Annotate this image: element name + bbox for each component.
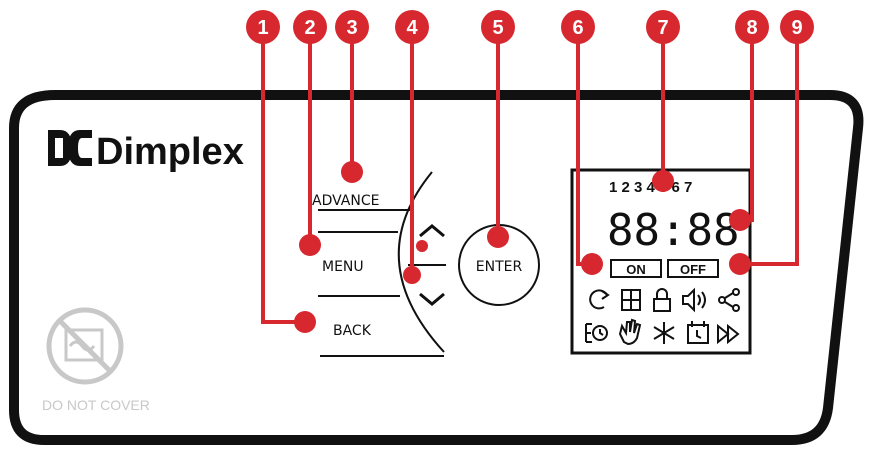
dimplex-logo-mark-icon bbox=[48, 130, 92, 166]
svg-text:4: 4 bbox=[406, 17, 418, 39]
down-arrow-icon[interactable] bbox=[419, 292, 445, 306]
svg-text:8: 8 bbox=[746, 17, 757, 39]
callout-badge-6: 6 bbox=[561, 10, 595, 44]
lock-icon bbox=[653, 288, 671, 312]
callout-dots bbox=[294, 161, 751, 333]
callout-badge-5: 5 bbox=[481, 10, 515, 44]
fast-forward-icon bbox=[717, 323, 740, 345]
panel-outline bbox=[9, 90, 864, 445]
timer-icon bbox=[687, 321, 709, 344]
advance-button[interactable]: ADVANCE bbox=[312, 193, 379, 209]
menu-button[interactable]: MENU bbox=[322, 259, 364, 275]
callout-dot-2 bbox=[299, 234, 321, 256]
callout-dot-3 bbox=[341, 161, 363, 183]
callout-badge-9: 9 bbox=[780, 10, 814, 44]
callout-dot-1 bbox=[294, 311, 316, 333]
svg-text:6: 6 bbox=[572, 17, 583, 39]
svg-text:3: 3 bbox=[346, 17, 357, 39]
up-arrow-icon[interactable] bbox=[419, 224, 445, 238]
callout-dot-4a bbox=[416, 240, 428, 252]
lcd-display: 1 2 3 4 5 6 7 88:88 ON OFF bbox=[570, 168, 752, 355]
svg-text:1: 1 bbox=[257, 17, 268, 39]
callout-dot-5 bbox=[487, 226, 509, 248]
lcd-day-numbers: 1 2 3 4 5 6 7 bbox=[609, 179, 692, 196]
window-icon bbox=[621, 289, 641, 311]
lcd-off-label: OFF bbox=[680, 262, 706, 277]
schedule-clock-icon bbox=[585, 323, 608, 343]
svg-text:9: 9 bbox=[791, 17, 802, 39]
svg-text:7: 7 bbox=[657, 17, 668, 39]
button-cluster bbox=[318, 171, 446, 357]
refresh-icon bbox=[589, 289, 610, 310]
callout-badge-4: 4 bbox=[395, 10, 429, 44]
callout-badge-7: 7 bbox=[646, 10, 680, 44]
hand-icon bbox=[618, 318, 642, 346]
lcd-off-box bbox=[667, 259, 719, 278]
do-not-cover-label: DO NOT COVER bbox=[42, 397, 150, 413]
brand-name: Dimplex bbox=[96, 131, 244, 173]
snowflake-icon bbox=[653, 322, 675, 344]
callout-badge-3: 3 bbox=[335, 10, 369, 44]
lcd-on-box bbox=[610, 259, 662, 278]
callout-badge-2: 2 bbox=[293, 10, 327, 44]
do-not-cover-icon bbox=[46, 307, 124, 385]
enter-button[interactable]: ENTER bbox=[476, 259, 523, 275]
lcd-on-label: ON bbox=[626, 262, 646, 277]
callout-dot-6 bbox=[581, 253, 603, 275]
callout-badge-1: 1 bbox=[246, 10, 280, 44]
lcd-time-digits: 88:88 bbox=[607, 205, 739, 256]
callout-dot-8 bbox=[729, 209, 751, 231]
callout-badges: 1 2 3 4 5 6 7 8 9 bbox=[246, 10, 814, 44]
callout-badge-8: 8 bbox=[735, 10, 769, 44]
svg-text:5: 5 bbox=[492, 17, 503, 39]
callout-dot-9 bbox=[729, 253, 751, 275]
dimplex-logo: Dimplex bbox=[48, 130, 244, 173]
back-button[interactable]: BACK bbox=[333, 323, 372, 339]
share-icon bbox=[718, 288, 740, 312]
speaker-icon bbox=[682, 287, 706, 313]
callout-dot-7 bbox=[652, 170, 674, 192]
svg-text:2: 2 bbox=[304, 17, 315, 39]
callout-dot-4b bbox=[403, 266, 421, 284]
